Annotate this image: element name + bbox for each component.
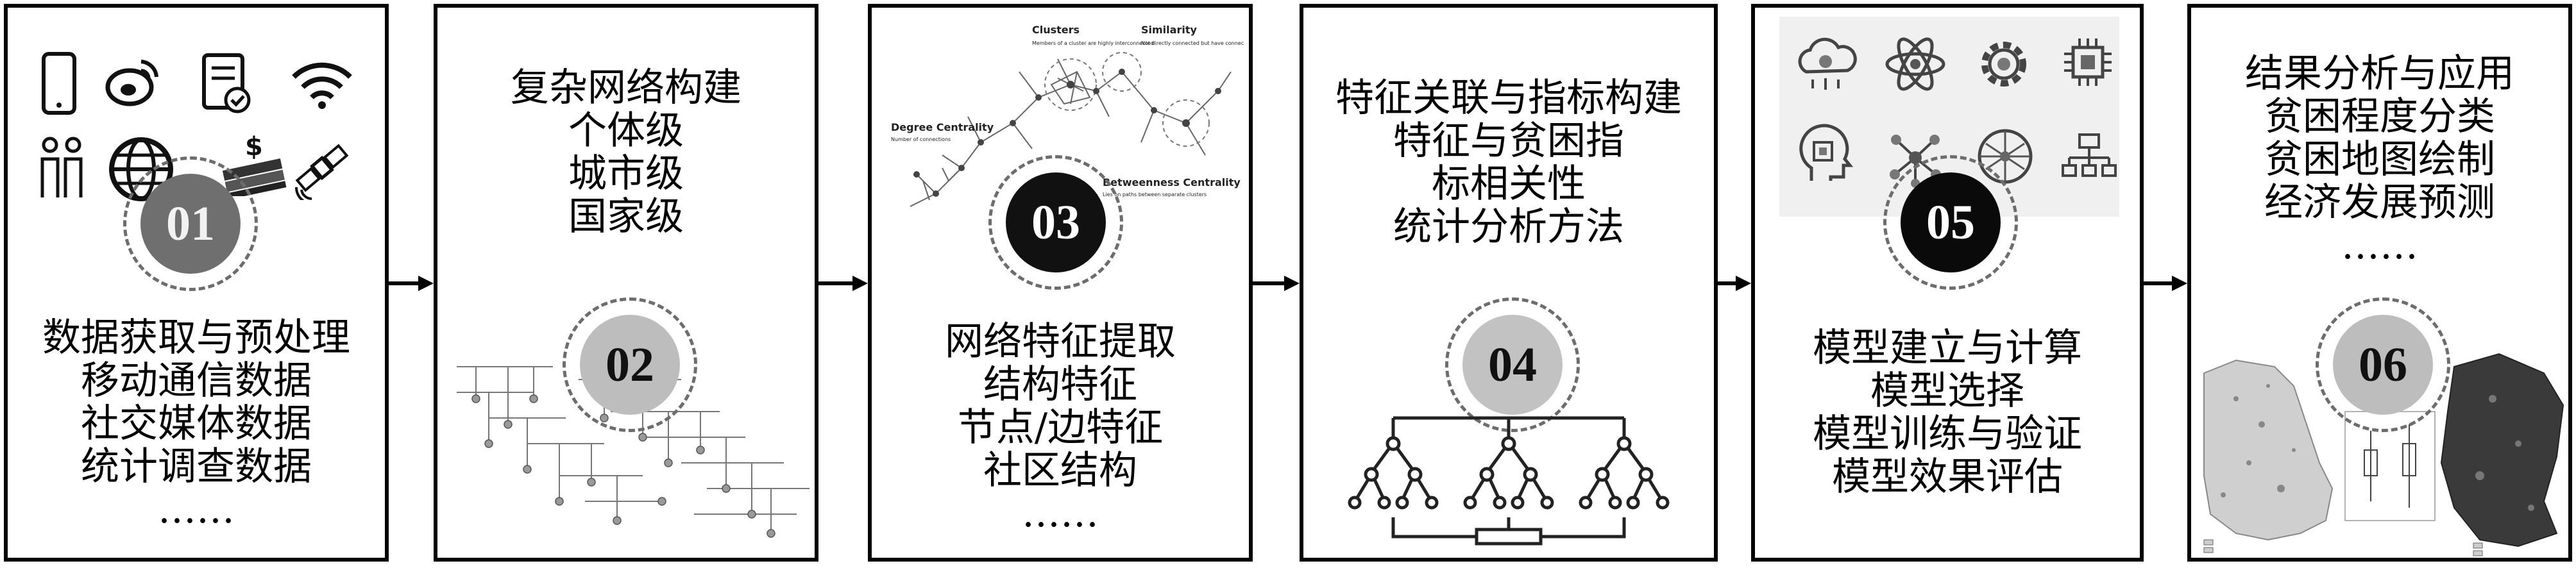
step-6-badge: 06 [2333,315,2433,415]
step-3-badge-ring: 03 [988,155,1123,290]
svg-text:$: $ [245,132,263,162]
step-1-line: 移动通信数据 [81,358,312,403]
gear-icon [1973,33,2035,95]
fig-label-similarity: Similarity [1141,24,1197,36]
step-2-title: 复杂网络构建 [511,65,741,110]
step-3-panel: Clusters Members of a cluster are highly… [868,4,1253,562]
step-2-text: 复杂网络构建 个体级 城市级 国家级 [437,67,815,238]
wifi-icon [290,59,354,110]
step-5-badge: 05 [1901,172,2001,272]
smartphone-icon [40,51,78,115]
document-check-icon [200,53,251,114]
step-6-line: 贫困地图绘制 [2264,137,2495,182]
decision-trees-icon [1335,405,1682,553]
step-5-line: 模型训练与验证 [1813,412,2082,456]
flow-arrow [1718,276,1751,291]
step-3-line: 结构特征 [983,362,1137,407]
step-3-ellipsis: …… [1022,491,1099,536]
fig-label-clusters-sub: Members of a cluster are highly intercon… [1032,40,1154,46]
flow-arrow [389,276,434,291]
step-2-line: 个体级 [568,108,684,153]
fig-label-betweenness: Betweenness Centrality [1103,176,1241,188]
step-5-text: 模型建立与计算 模型选择 模型训练与验证 模型效果评估 [1755,327,2140,499]
step-1-ellipsis: …… [158,487,235,532]
fig-label-similarity-sub: Not directly connected but have connecti… [1141,40,1244,46]
step-1-line: 社交媒体数据 [81,401,312,446]
step-6-line: 贫困程度分类 [2264,94,2495,139]
atom-icon [1883,32,1947,96]
network-grid-illustration [450,354,815,546]
step-5-line: 模型效果评估 [1832,455,2063,499]
step-1-title: 数据获取与预处理 [42,315,350,360]
step-6-text: 结果分析与应用 贫困程度分类 贫困地图绘制 经济发展预测 …… [2191,53,2568,267]
fig-label-degree: Degree Centrality [891,121,994,133]
step-6-line: 经济发展预测 [2264,180,2495,225]
step-1-line: 统计调查数据 [81,444,312,489]
step-6-title: 结果分析与应用 [2245,51,2514,96]
org-chart-icon [2060,129,2118,187]
step-3-line: 社区结构 [983,448,1137,493]
network-sphere-icon [1973,124,2037,188]
fig-label-clusters: Clusters [1032,24,1080,36]
step-5-panel: 05 模型建立与计算 模型选择 模型训练与验证 模型效果评估 [1751,4,2144,562]
poverty-maps-figure [2198,347,2568,558]
step-1-text: 数据获取与预处理 移动通信数据 社交媒体数据 统计调查数据 …… [8,317,385,531]
step-2-line: 国家级 [568,194,684,239]
step-2-badge: 02 [580,315,680,415]
step-1-badge: 01 [140,174,241,274]
step-3-text: 网络特征提取 结构特征 节点/边特征 社区结构 …… [872,321,1249,535]
step-1-badge-ring: 01 [123,156,258,291]
step-5-title: 模型建立与计算 [1813,326,2082,371]
chip-icon [2059,33,2117,91]
step-2-line: 城市级 [568,151,684,196]
step-1-panel: $ 01 数据获取与预处理 移动通信数据 社交媒体数据 统计调查数据 …… [4,4,389,562]
step-2-badge-ring: 02 [563,297,697,432]
step-5-line: 模型选择 [1870,369,2024,413]
weibo-icon [104,54,162,112]
step-4-badge-ring: 04 [1445,297,1580,432]
step-3-badge: 03 [1006,172,1106,272]
step-3-title: 网络特征提取 [945,319,1176,364]
step-6-badge-ring: 06 [2316,297,2450,432]
step-4-line: 特征与贫困指 [1393,119,1624,163]
brain-chip-icon [1792,123,1856,187]
step-4-badge: 04 [1462,315,1563,415]
step-4-line: 标相关性 [1432,162,1586,206]
flow-arrow [2144,276,2187,291]
step-4-line: 统计分析方法 [1393,205,1624,249]
fig-label-betweenness-sub: Lies on paths between separate clusters [1103,192,1207,197]
step-6-panel: 结果分析与应用 贫困程度分类 贫困地图绘制 经济发展预测 …… 06 [2187,4,2572,562]
satellite-icon [290,136,354,200]
step-4-panel: 特征关联与指标构建 特征与贫困指 标相关性 统计分析方法 04 [1300,4,1718,562]
flow-arrow [818,276,868,291]
step-4-title: 特征关联与指标构建 [1335,76,1682,121]
step-3-line: 节点/边特征 [957,405,1164,450]
cloud-data-icon [1793,33,1858,91]
step-2-panel: 复杂网络构建 个体级 城市级 国家级 02 [434,4,818,562]
step-4-text: 特征关联与指标构建 特征与贫困指 标相关性 统计分析方法 [1303,77,1714,249]
fig-label-degree-sub: Number of connections [891,137,951,142]
step-6-ellipsis: …… [2341,223,2418,268]
step-5-badge-ring: 05 [1883,155,2018,290]
people-icon [36,136,87,200]
network-metrics-figure: Clusters Members of a cluster are highly… [885,14,1244,271]
flow-arrow [1253,276,1300,291]
